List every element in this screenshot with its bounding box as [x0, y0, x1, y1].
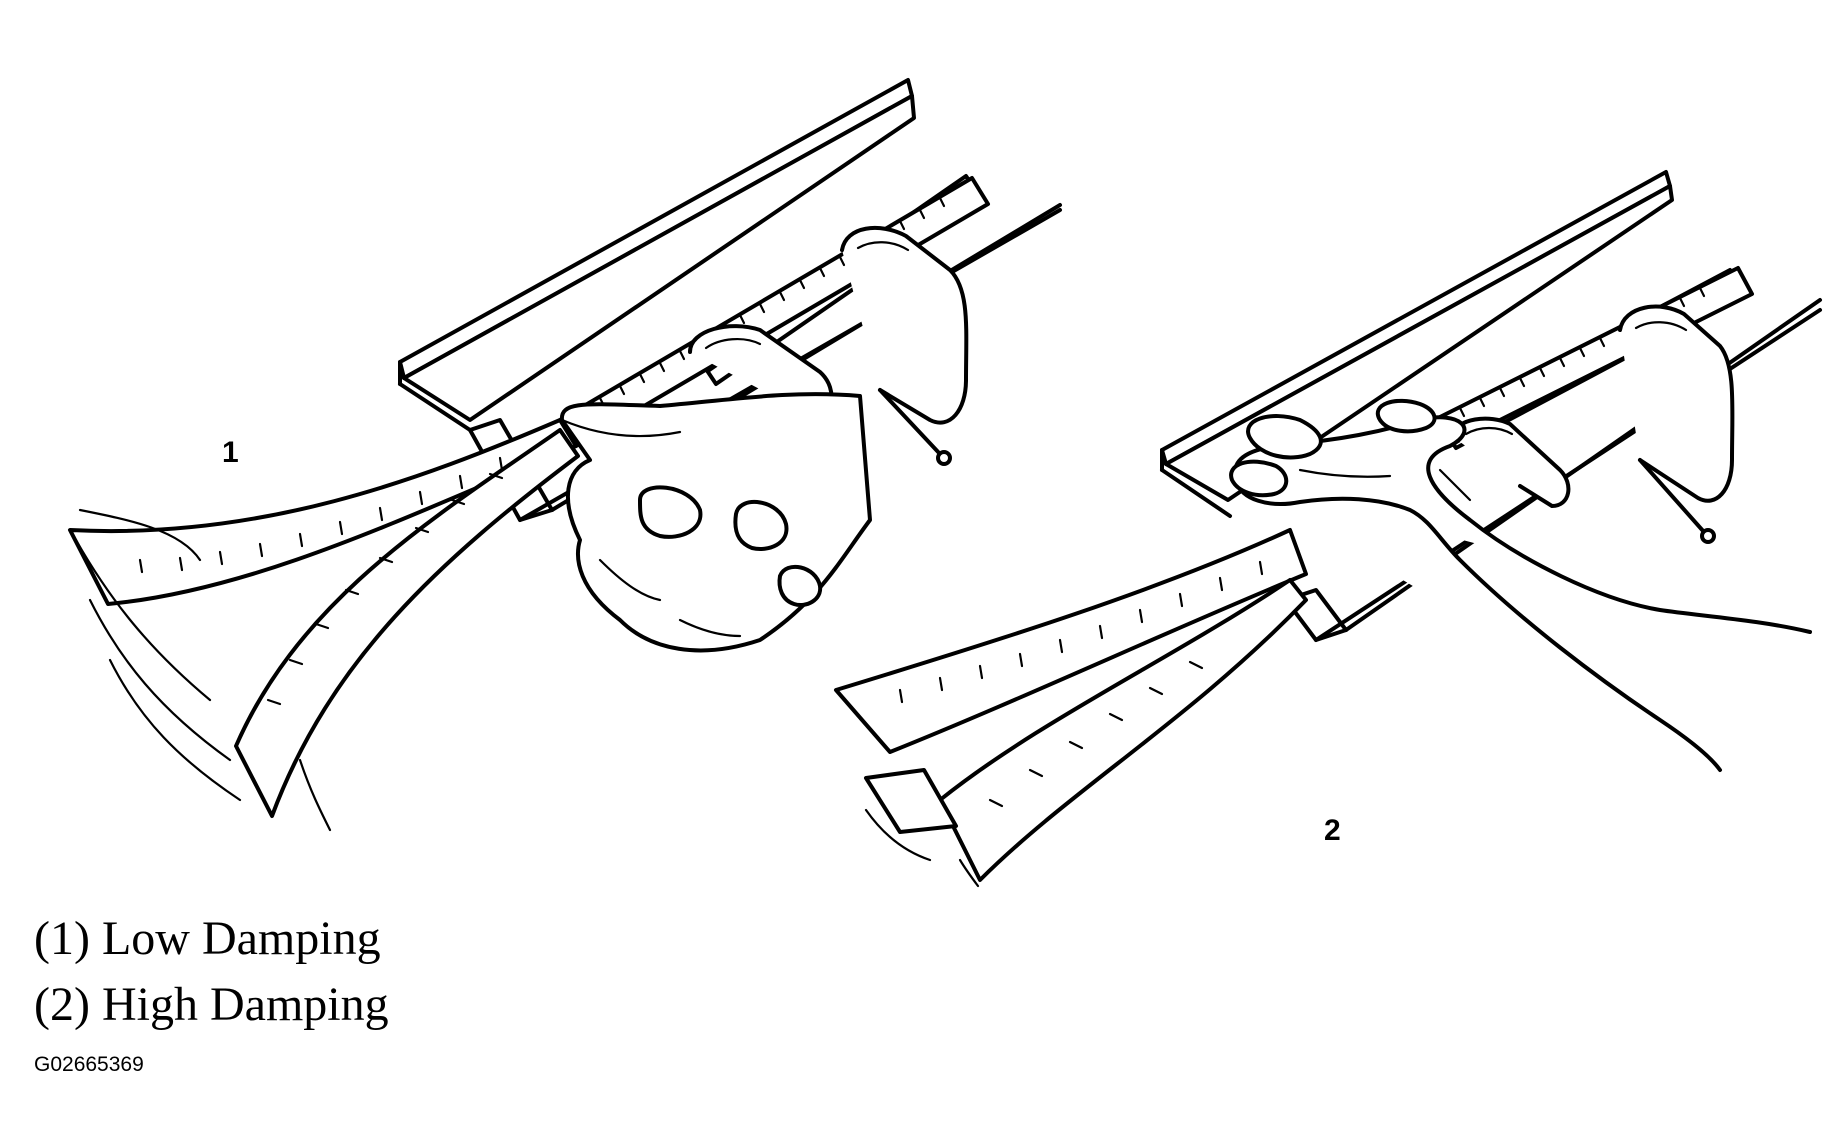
callout-label-2: 2	[1324, 814, 1341, 847]
c-clamp-2a	[1450, 416, 1571, 508]
hand-1	[559, 392, 872, 653]
legend: (1) Low Damping (2) High Damping	[34, 906, 389, 1038]
figure-id: G02665369	[34, 1053, 144, 1076]
c-clamp-1b	[840, 225, 969, 466]
scene-high-damping: 2	[834, 170, 1822, 888]
legend-item-high-damping: (2) High Damping	[34, 978, 389, 1031]
ruler-2	[834, 266, 1754, 888]
callout-label-1: 1	[222, 436, 239, 469]
scene-low-damping: 1	[68, 78, 1062, 832]
c-clamp-2b	[1618, 304, 1735, 544]
hand-2	[1229, 398, 1812, 772]
legend-item-low-damping: (1) Low Damping	[34, 912, 381, 965]
